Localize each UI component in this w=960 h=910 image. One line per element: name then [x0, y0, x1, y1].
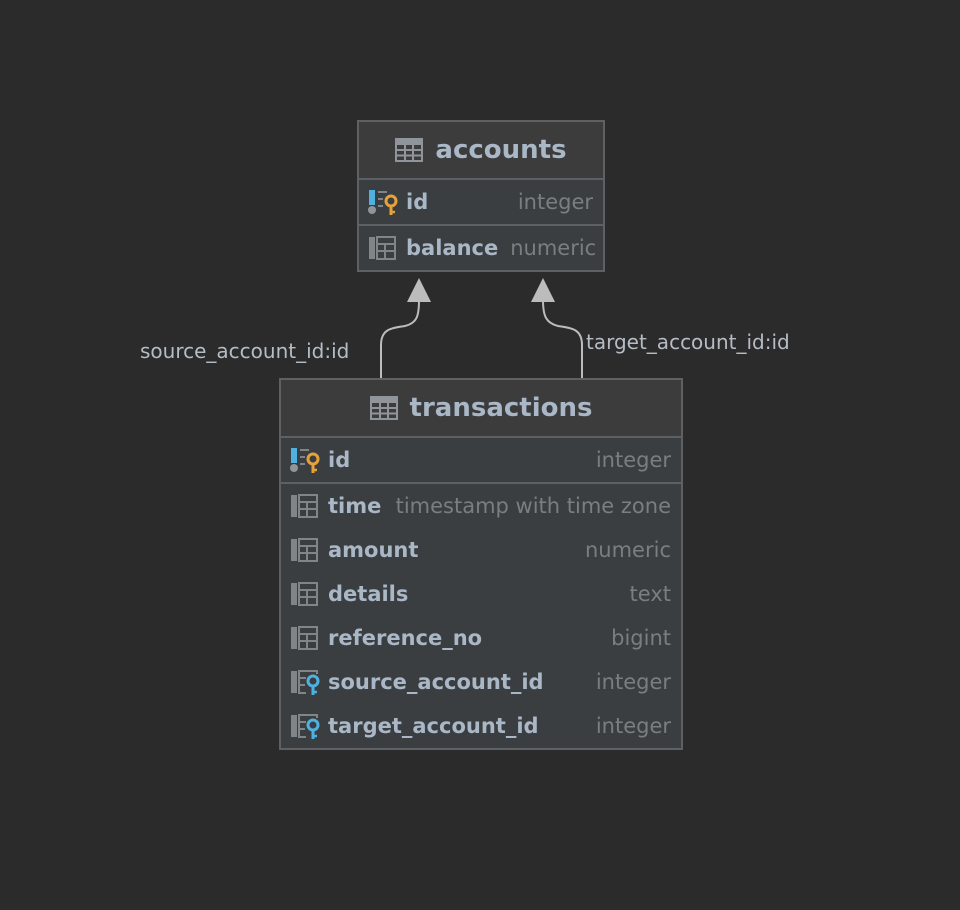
column-name: id: [406, 190, 429, 214]
column-icon: [290, 493, 320, 519]
relation-source-label: source_account_id:id: [140, 339, 350, 363]
column-type: bigint: [611, 626, 671, 650]
table-transactions-title: transactions: [409, 393, 593, 423]
column-name: balance: [406, 236, 499, 260]
relation-source-line: [380, 299, 420, 378]
column-type: timestamp with time zone: [395, 494, 671, 518]
column-type: numeric: [510, 236, 597, 260]
column-name: id: [328, 448, 351, 472]
column-name: reference_no: [328, 626, 483, 650]
transactions-columns-section: time timestamp with time zone amount numer…: [281, 484, 681, 748]
table-accounts-header[interactable]: accounts: [359, 122, 603, 180]
column-row-amount[interactable]: amount numeric: [281, 528, 681, 572]
primary-key-column-icon: [368, 189, 398, 215]
column-row-id[interactable]: id integer: [359, 180, 603, 224]
column-type: integer: [595, 714, 671, 738]
column-name: time: [328, 494, 382, 518]
transactions-pk-section: id integer: [281, 438, 681, 484]
column-row-time[interactable]: time timestamp with time zone: [281, 484, 681, 528]
column-icon: [290, 537, 320, 563]
column-row-details[interactable]: details text: [281, 572, 681, 616]
column-name: target_account_id: [328, 714, 539, 738]
relation-target-label: target_account_id:id: [586, 330, 790, 354]
table-transactions[interactable]: transactions id integer time timestamp wit…: [279, 378, 683, 750]
column-row-id[interactable]: id integer: [281, 438, 681, 482]
table-accounts-title: accounts: [435, 135, 567, 165]
column-type: integer: [595, 670, 671, 694]
accounts-columns-section: balance numeric: [359, 226, 603, 270]
column-type: text: [629, 582, 671, 606]
column-name: amount: [328, 538, 419, 562]
column-type: integer: [595, 448, 671, 472]
column-icon: [290, 625, 320, 651]
column-row-reference-no[interactable]: reference_no bigint: [281, 616, 681, 660]
primary-key-column-icon: [290, 447, 320, 473]
column-icon: [368, 235, 398, 261]
column-name: source_account_id: [328, 670, 544, 694]
foreign-key-column-icon: [290, 669, 320, 696]
relation-source-arrow: [407, 278, 431, 302]
foreign-key-column-icon: [290, 713, 320, 740]
table-icon: [395, 138, 424, 162]
relation-target-arrow: [531, 278, 555, 302]
column-name: details: [328, 582, 409, 606]
table-accounts[interactable]: accounts id integer balance numeric: [357, 120, 605, 272]
column-type: integer: [517, 190, 593, 214]
column-icon: [290, 581, 320, 607]
column-row-source-account-id[interactable]: source_account_id integer: [281, 660, 681, 704]
column-type: numeric: [584, 538, 671, 562]
table-icon: [369, 396, 398, 420]
column-row-target-account-id[interactable]: target_account_id integer: [281, 704, 681, 748]
accounts-pk-section: id integer: [359, 180, 603, 226]
table-transactions-header[interactable]: transactions: [281, 380, 681, 438]
column-row-balance[interactable]: balance numeric: [359, 226, 603, 270]
relation-target-line: [542, 299, 583, 378]
